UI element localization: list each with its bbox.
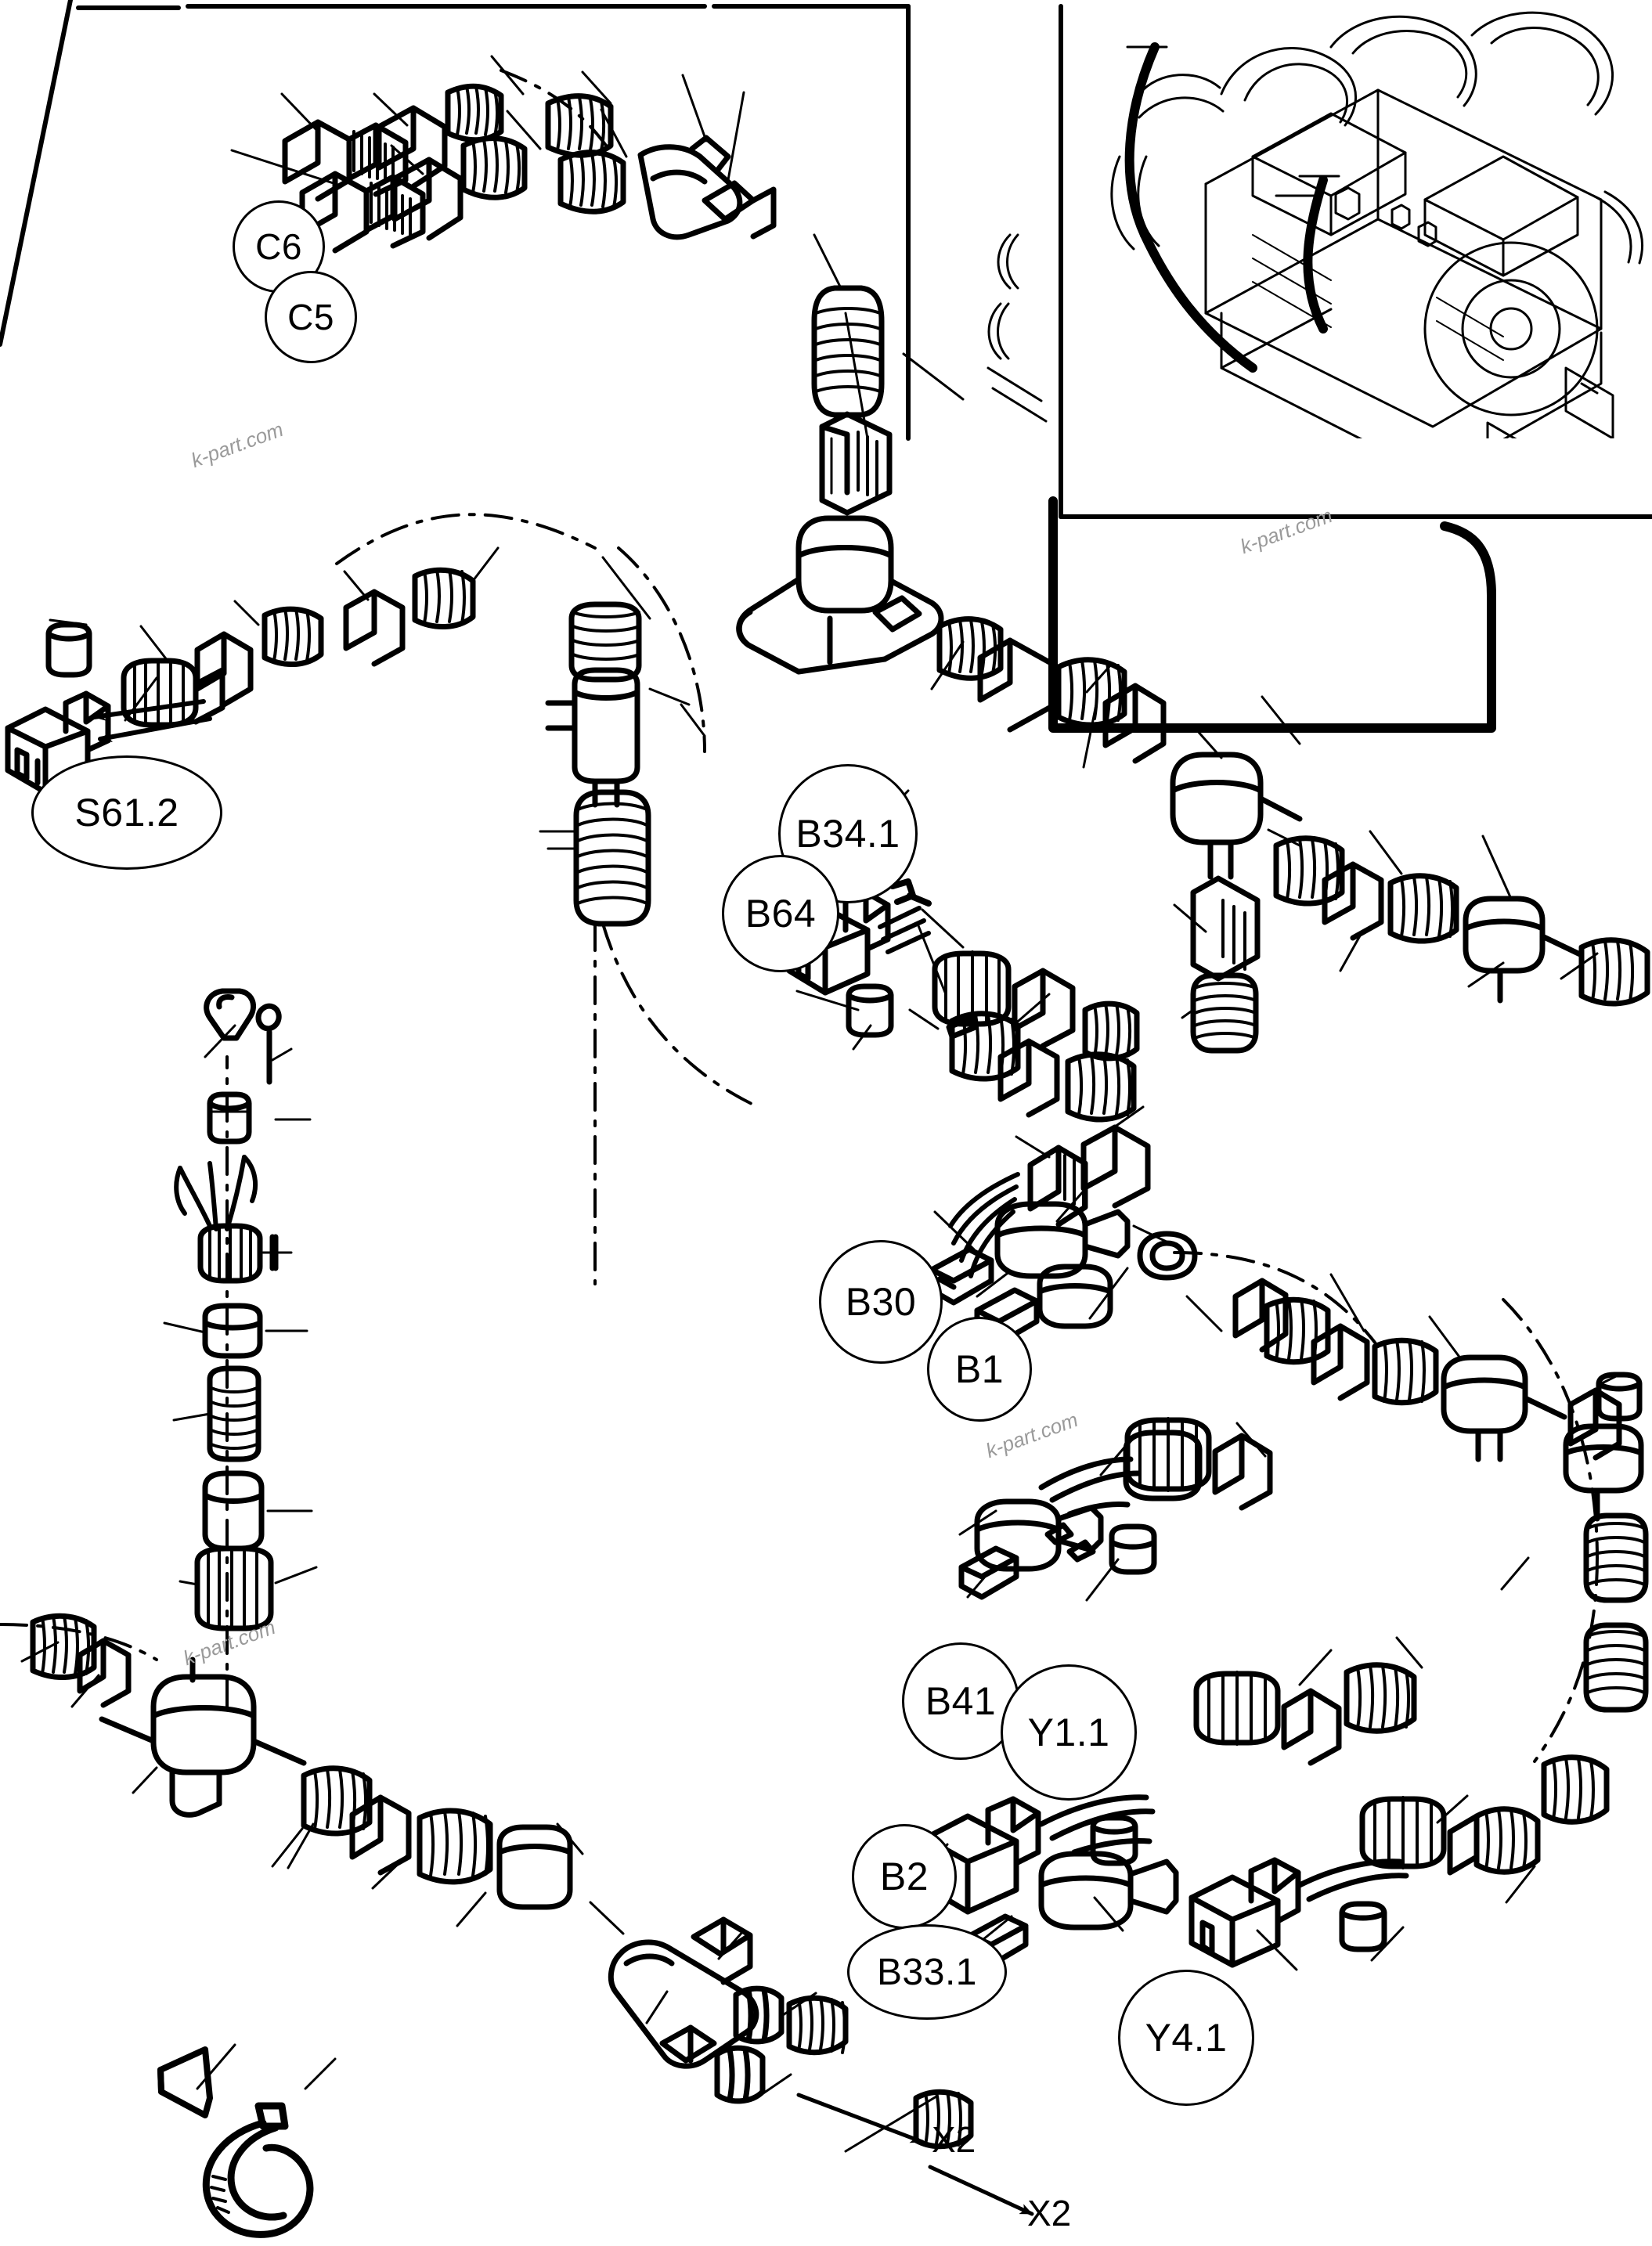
callout-b64[interactable]: B64: [722, 855, 839, 972]
callout-b33-1[interactable]: B33.1: [847, 1924, 1007, 2020]
x2-flow-arrows: [796, 2093, 1034, 2216]
y4-1-threaded-fitting: [1359, 1796, 1541, 1876]
bushing-b: [819, 411, 893, 516]
trunk-right-run-2: [1273, 835, 1650, 1007]
s61-2-mating-nut: [121, 658, 225, 728]
left-entry-sleeve: [30, 1613, 132, 1708]
callout-b41[interactable]: B41: [902, 1642, 1019, 1760]
b1-boot: [1037, 1264, 1113, 1329]
inline-valve-body: [545, 601, 642, 808]
right-tee-drop: [1190, 875, 1261, 1054]
callout-c5[interactable]: C5: [265, 271, 357, 363]
harness-centerlines: [0, 69, 1599, 1763]
engine-illustration: [987, 11, 1643, 438]
b30-boot: [994, 1201, 1131, 1279]
callout-b1[interactable]: B1: [927, 1317, 1032, 1422]
y1-1-right-chain: [1193, 1662, 1417, 1766]
b1-seal-ring: [1137, 1231, 1198, 1281]
callout-y1-1[interactable]: Y1.1: [1001, 1664, 1137, 1801]
main-trunk-tee: [736, 515, 944, 675]
trunk-right-run-1: [936, 616, 1167, 764]
valve-drop-sleeve: [573, 789, 651, 927]
y4-1-connector: [1189, 1857, 1301, 1968]
main-harness-trunk: [30, 83, 1650, 2150]
b2-boot: [1038, 1851, 1179, 1931]
cable-tie: [202, 2102, 314, 2238]
b41-feed-chain: [1123, 1278, 1289, 1502]
callout-b2[interactable]: B2: [852, 1824, 957, 1929]
y4-1-seal-plug: [1339, 1901, 1387, 1952]
right-vertical-chain: [1264, 1296, 1649, 1603]
y1-1-leads: [1038, 1456, 1157, 1575]
callout-b30[interactable]: B30: [819, 1240, 943, 1364]
b64-mating-fitting: [932, 950, 1140, 1062]
s61-2-feed-parts: [45, 567, 476, 708]
b64-seal-plug: [846, 983, 894, 1038]
bottom-diagonal-run: [301, 1765, 573, 1910]
flow-label-x2-upper: X2: [932, 2119, 976, 2160]
mid-right-run: [948, 1011, 1151, 1278]
lower-trunk-tee: [608, 1916, 974, 2150]
flow-label-x2-lower: X2: [1027, 2193, 1072, 2233]
vertical-sleeve-a: [811, 285, 885, 418]
cable-clip: [157, 2046, 213, 2118]
engine-harness-route: [1048, 42, 1496, 733]
b64-pin: [946, 1015, 979, 1040]
b2-seal-plug: [1090, 1815, 1138, 1866]
callout-s61-2[interactable]: S61.2: [31, 755, 222, 870]
boundary-lines: [0, 0, 1652, 519]
left-vertical-fittings: [174, 988, 282, 1631]
lower-left-tee: [99, 1657, 307, 1818]
upper-tee-body: [637, 135, 777, 240]
callout-y4-1[interactable]: Y4.1: [1118, 1970, 1254, 2106]
leader-lines: [20, 55, 1621, 2153]
far-right-vertical-sleeve: [1541, 1622, 1649, 1825]
right-tee-body: [1170, 752, 1303, 880]
